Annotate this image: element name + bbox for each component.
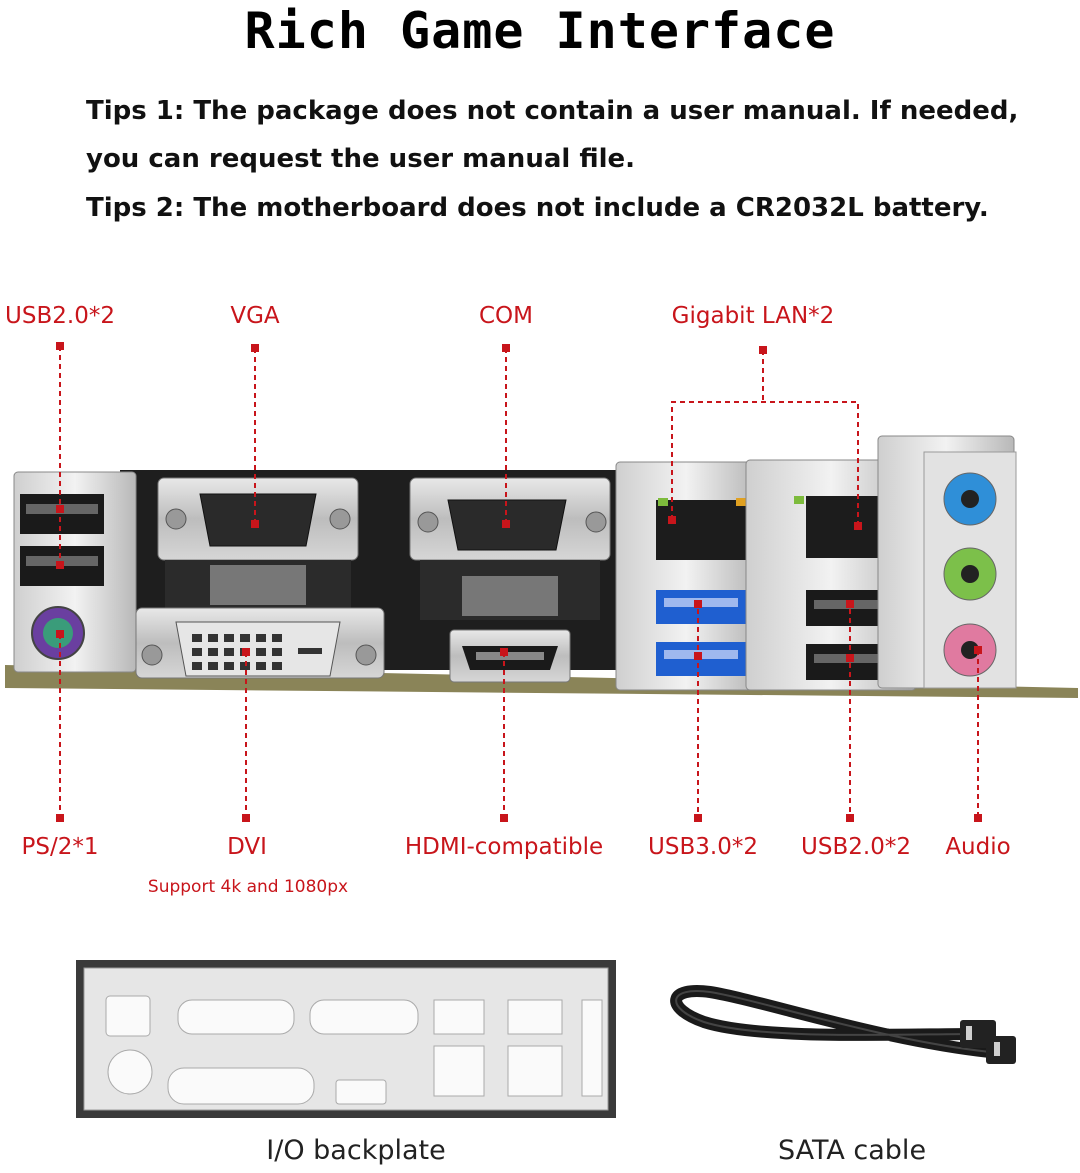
label-usb20-left: USB2.0*2	[5, 303, 115, 329]
com-connector	[409, 477, 611, 620]
lan-usb30-stack	[615, 461, 757, 691]
label-usb20-right: USB2.0*2	[801, 834, 911, 860]
caption-io-backplate: I/O backplate	[266, 1135, 446, 1166]
dvi-resolution-note: Support 4k and 1080px	[147, 877, 349, 897]
tip-1-line-1: Tips 1: The package does not contain a u…	[86, 96, 1019, 126]
sata-cable-image	[670, 985, 1016, 1064]
audio-stack	[877, 435, 1017, 689]
tip-1-line-2: you can request the user manual file.	[86, 144, 636, 174]
vga-connector	[157, 477, 359, 610]
label-audio: Audio	[945, 834, 1011, 860]
label-dvi: DVI	[227, 834, 267, 860]
dvi-connector	[135, 607, 385, 679]
label-com: COM	[478, 303, 534, 329]
label-hdmi: HDMI-compatible	[404, 834, 604, 860]
callout-lines	[59, 346, 979, 818]
tip-2: Tips 2: The motherboard does not include…	[86, 193, 989, 223]
callout-markers	[56, 342, 982, 822]
label-gigabit-lan: Gigabit LAN*2	[671, 303, 835, 329]
label-ps2: PS/2*1	[21, 834, 99, 860]
label-usb30: USB3.0*2	[648, 834, 758, 860]
io-backplate-image	[76, 960, 616, 1118]
label-vga: VGA	[230, 303, 280, 329]
hdmi-connector	[449, 629, 571, 683]
page-title: Rich Game Interface	[244, 2, 836, 60]
caption-sata-cable: SATA cable	[777, 1135, 927, 1166]
left-usb-ps2-stack	[13, 471, 137, 673]
